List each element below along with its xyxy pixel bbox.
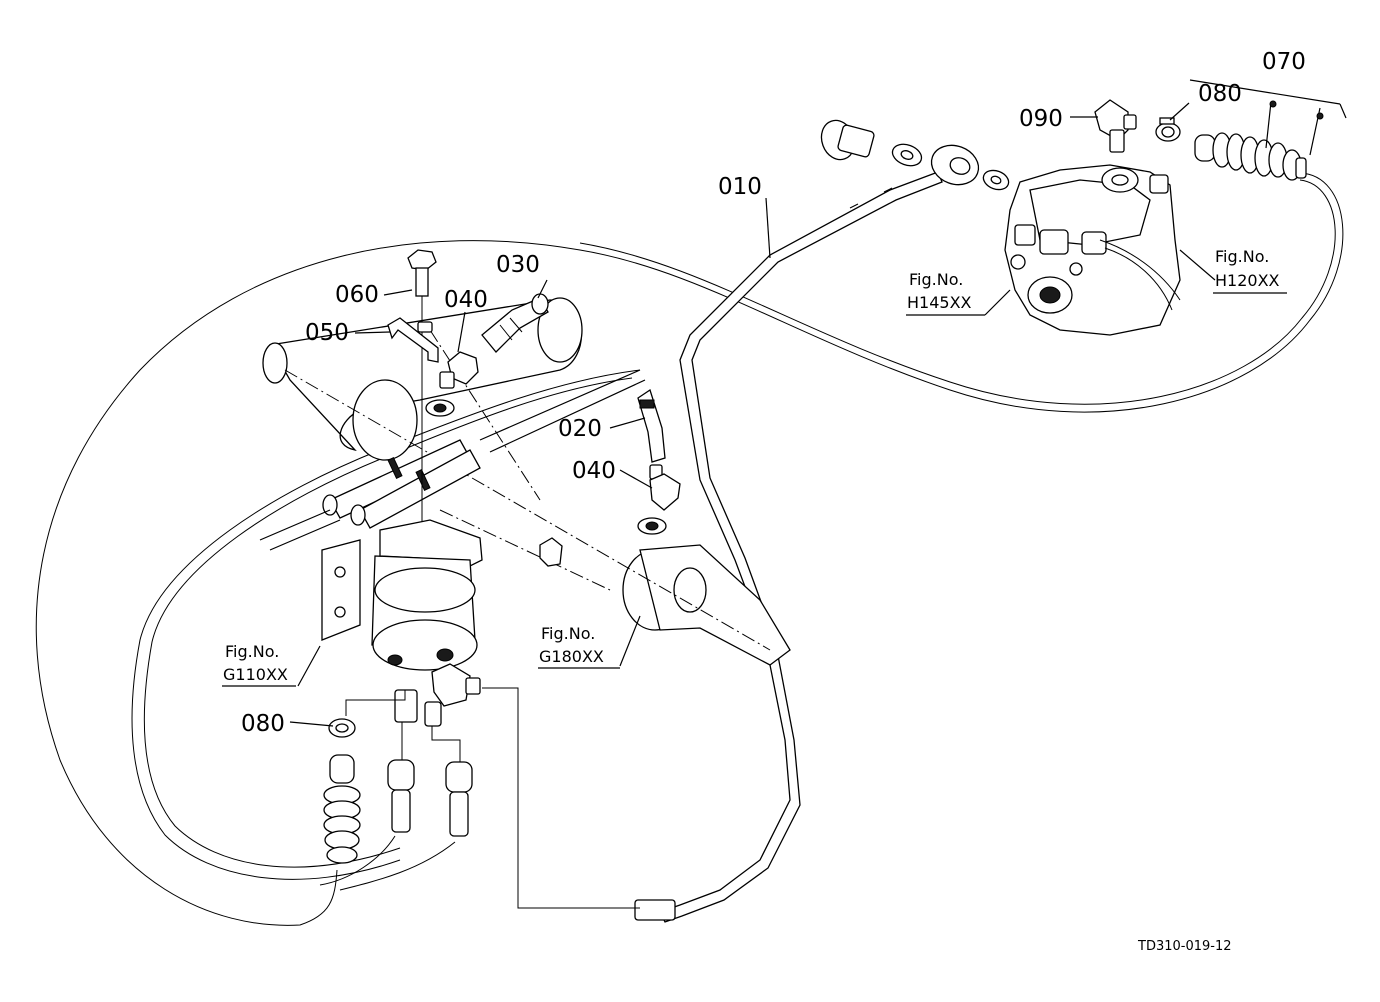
fig-ref-g110-code: G110XX: [223, 665, 288, 684]
leader-lines: [289, 79, 1347, 727]
hydraulic-hose-pair: [259, 369, 646, 551]
callout-040-lower: 040: [572, 458, 616, 484]
hose-clamp-080-top: [1155, 117, 1181, 142]
fig-ref-g180-label: Fig.No.: [541, 624, 595, 643]
callout-080-lower: 080: [241, 711, 285, 737]
callout-020: 020: [558, 416, 602, 442]
fig-ref-g180-code: G180XX: [539, 647, 604, 666]
rigid-pipe-010: [634, 171, 943, 923]
hydraulic-pump: [1004, 164, 1181, 336]
callout-060: 060: [335, 282, 379, 308]
lower-hose-fittings: [323, 687, 640, 909]
elbow-fitting-040-lower: [637, 473, 681, 535]
figure-references: Fig.No. G110XX Fig.No. G180XX Fig.No. H1…: [222, 247, 1287, 687]
drawing-code: TD310-019-12: [1137, 939, 1232, 954]
hose-lower-loop: [131, 369, 641, 891]
callout-080-top: 080: [1198, 81, 1242, 107]
part-callouts: 010 020 030 040 040 050 060 070 080 080 …: [241, 49, 1306, 737]
quick-coupler-020: [637, 388, 666, 480]
callout-070: 070: [1262, 49, 1306, 75]
fig-ref-h145-label: Fig.No.: [909, 270, 963, 289]
banjo-fitting-assembly: [820, 119, 1010, 191]
callout-050: 050: [305, 320, 349, 346]
fig-ref-h145-code: H145XX: [907, 293, 972, 312]
callout-030: 030: [496, 252, 540, 278]
callout-010: 010: [718, 174, 762, 200]
fig-ref-g110-label: Fig.No.: [225, 642, 279, 661]
steering-valve-unit: [321, 519, 483, 727]
fig-ref-h120-label: Fig.No.: [1215, 247, 1269, 266]
elbow-fitting-040-top: [425, 351, 479, 417]
clip-050: [387, 317, 439, 363]
pipe-end-fitting: [634, 899, 676, 921]
callout-040-top: 040: [444, 287, 488, 313]
callout-090: 090: [1019, 106, 1063, 132]
ribbed-hose-070: [1194, 132, 1307, 181]
fig-ref-h120-code: H120XX: [1215, 271, 1280, 290]
elbow-fitting-090: [1094, 99, 1137, 153]
